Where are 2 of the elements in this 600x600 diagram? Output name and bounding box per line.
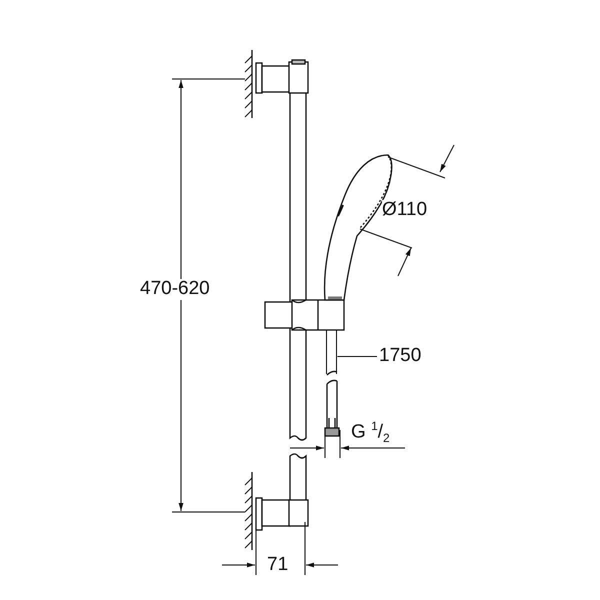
leader-line xyxy=(336,356,378,357)
hose xyxy=(326,330,338,374)
